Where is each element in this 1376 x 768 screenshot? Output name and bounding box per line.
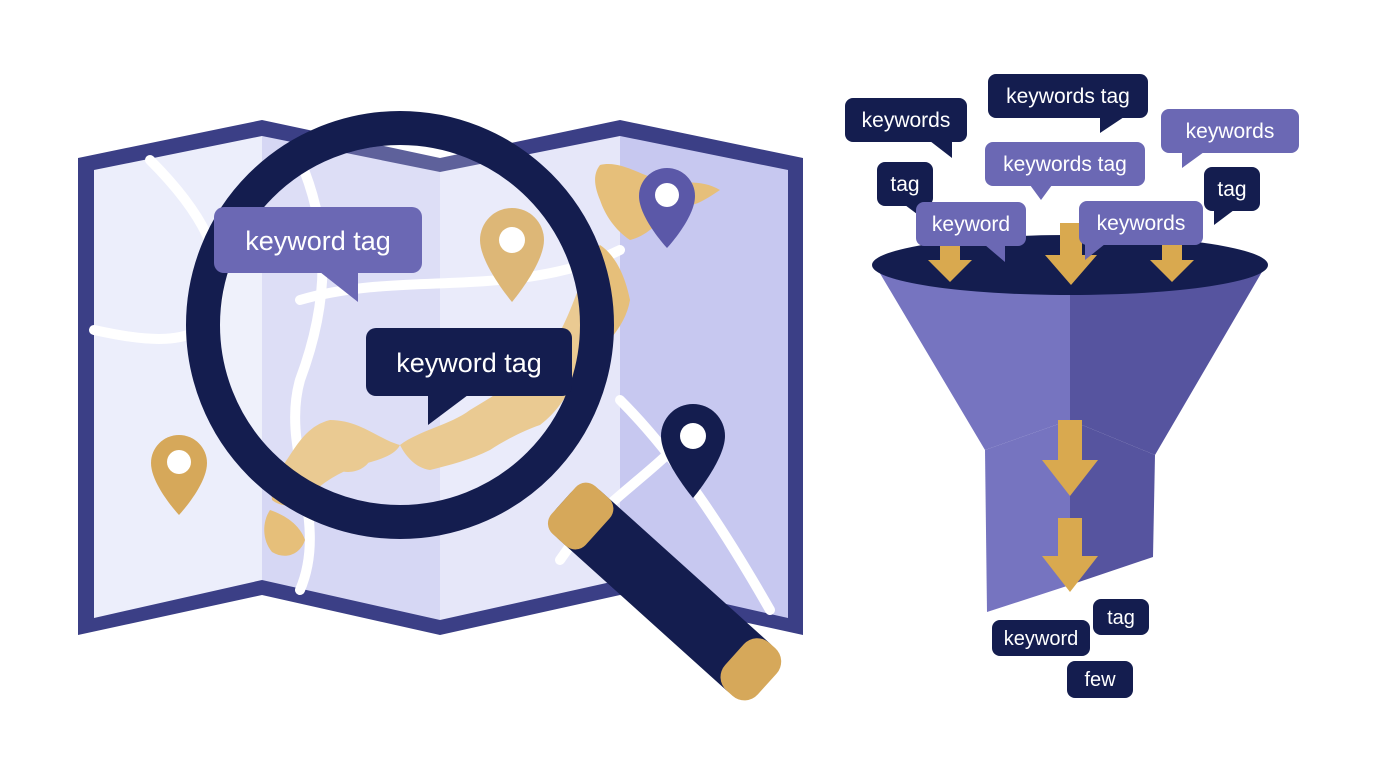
magnifier-rim xyxy=(186,111,614,539)
down-arrow-icon xyxy=(1045,223,1097,285)
funnel-input-tag: keywords tag xyxy=(985,142,1145,200)
funnel-input-tag-label: tag xyxy=(1217,178,1246,201)
funnel-input-tag-label: keywords tag xyxy=(1006,85,1130,108)
funnel-output-tag-label: tag xyxy=(1107,607,1135,629)
funnel-input-tag-label: keywords xyxy=(1186,120,1275,143)
funnel-output-tag-label: keyword xyxy=(1004,628,1078,650)
map-bubble-label: keyword tag xyxy=(396,348,542,378)
down-arrow-icon xyxy=(928,243,972,282)
funnel-output-tag: tag xyxy=(1093,599,1149,635)
funnel-input-tag: keywords xyxy=(1079,201,1203,260)
funnel-input-tag: keywords tag xyxy=(988,74,1148,133)
funnel-input-tag-label: keyword xyxy=(932,213,1010,236)
funnel-cone-left xyxy=(875,265,1070,450)
magnifier-icon xyxy=(186,111,782,701)
map-panel-4 xyxy=(620,136,788,618)
funnel-output-tag-label: few xyxy=(1084,669,1116,691)
funnel-input-tag-label: keywords xyxy=(862,109,951,132)
map-bubble: keyword tag xyxy=(214,207,422,302)
funnel-output-tag: keyword xyxy=(992,620,1090,656)
funnel-input-tag: keywords xyxy=(845,98,967,158)
location-pin-icon xyxy=(639,168,695,248)
funnel-input-tag: keywords xyxy=(1161,109,1299,168)
funnel-output-tag: few xyxy=(1067,661,1133,698)
funnel-input-tag-label: tag xyxy=(890,173,919,196)
location-pin-icon xyxy=(480,208,544,302)
down-arrow-icon xyxy=(1042,518,1098,592)
magnifier-lens xyxy=(220,145,580,505)
map-bubble-label: keyword tag xyxy=(245,226,391,256)
location-pin-icon xyxy=(661,404,725,498)
location-pin-icon xyxy=(151,435,207,515)
funnel-input-tag: keyword xyxy=(916,202,1026,262)
down-arrow-icon xyxy=(1150,243,1194,282)
funnel-input-tag: tag xyxy=(1204,167,1260,225)
down-arrow-icon xyxy=(1042,420,1098,496)
funnel-input-tag-label: keywords xyxy=(1097,212,1186,235)
funnel-cone-right xyxy=(1070,265,1266,455)
funnel-stem-left xyxy=(985,420,1070,612)
map-bubble: keyword tag xyxy=(366,328,572,425)
funnel-input-tag-label: keywords tag xyxy=(1003,153,1127,176)
magnifier-handle xyxy=(547,482,782,701)
